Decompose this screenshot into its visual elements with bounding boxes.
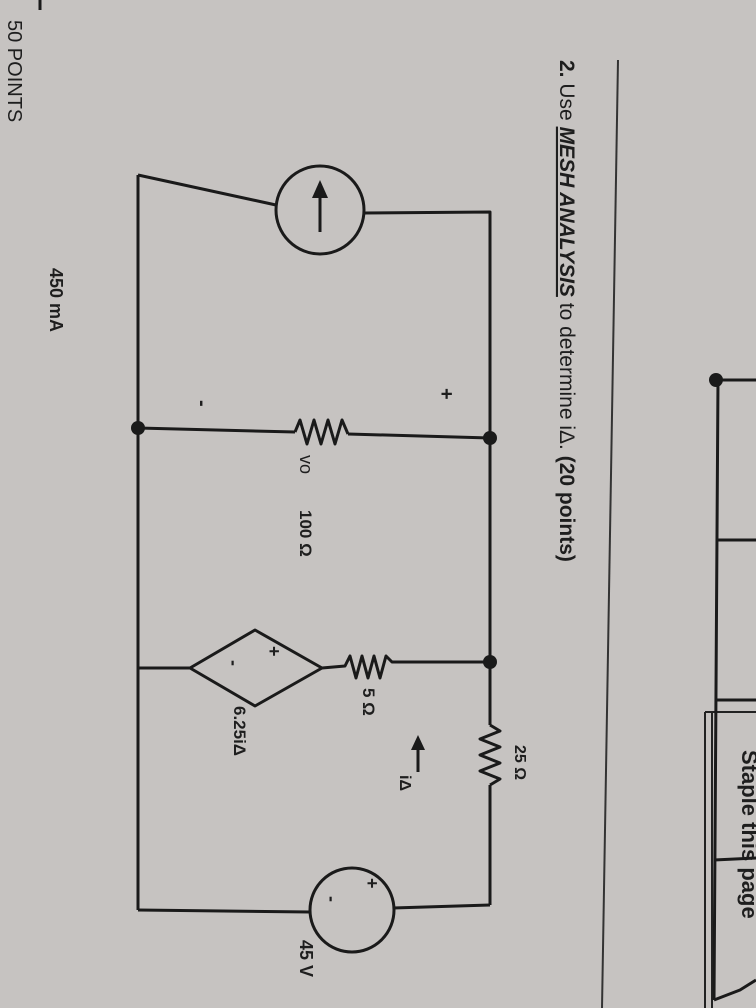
resistor-100 bbox=[293, 418, 350, 446]
middle-wire-right bbox=[347, 432, 491, 440]
top-right-wire bbox=[363, 210, 492, 905]
vo-label: vo bbox=[296, 455, 316, 474]
current-arrow-icon bbox=[411, 735, 425, 750]
svg-text:2. Use MESH ANALYS: 2. Use MESH ANALYSIS to determine iΔ. (2… bbox=[555, 60, 578, 562]
problem-prefix: Use bbox=[555, 83, 578, 120]
node bbox=[483, 655, 497, 669]
divider-line bbox=[601, 59, 619, 1008]
top-wire-left bbox=[137, 173, 277, 207]
arrow-up-icon bbox=[312, 180, 328, 198]
dependent-source-label: 6.25iΔ bbox=[230, 706, 249, 756]
current-label: iΔ bbox=[396, 775, 413, 791]
staple-text: Staple this page bbox=[737, 750, 756, 919]
middle-wire-left bbox=[137, 426, 296, 434]
current-source-circle bbox=[274, 164, 366, 256]
resistor-25-label: 25 Ω bbox=[511, 745, 528, 780]
resistor-100-label: 100 Ω bbox=[296, 510, 315, 557]
plus-sign: + bbox=[435, 388, 457, 400]
partial-circuit bbox=[709, 373, 756, 1002]
resistor-25 bbox=[478, 723, 502, 787]
question-text: 2. Use MESH ANALYSIS to determine iΔ. (2… bbox=[555, 60, 578, 562]
node bbox=[131, 421, 145, 435]
margin-text: 50 POINTS bbox=[3, 20, 25, 122]
diamond-plus: + bbox=[264, 646, 284, 657]
problem-points: (20 points) bbox=[555, 456, 578, 562]
vsource-plus: + bbox=[362, 878, 382, 889]
bottom-wire-left bbox=[137, 908, 311, 914]
voltage-source-label: 45 V bbox=[296, 940, 316, 977]
problem-suffix: to determine iΔ. bbox=[555, 303, 578, 450]
shadow bbox=[626, 0, 756, 140]
node bbox=[483, 431, 497, 445]
partial-wire bbox=[713, 978, 756, 1002]
problem-number: 2. bbox=[555, 60, 578, 78]
problem-method: MESH ANALYSIS bbox=[555, 127, 578, 297]
vsource-minus: - bbox=[322, 896, 342, 902]
partial-wire bbox=[713, 856, 756, 862]
resistor-5-label: 5 Ω bbox=[359, 688, 378, 716]
bottom-wire-right bbox=[392, 903, 491, 910]
current-source-label: 450 mA bbox=[46, 268, 66, 332]
voltage-source-circle bbox=[308, 866, 396, 954]
minus-sign: - bbox=[191, 400, 213, 407]
resistor-5 bbox=[321, 654, 490, 680]
node bbox=[709, 373, 723, 387]
circuit bbox=[131, 164, 502, 954]
diamond-minus: - bbox=[224, 660, 244, 666]
